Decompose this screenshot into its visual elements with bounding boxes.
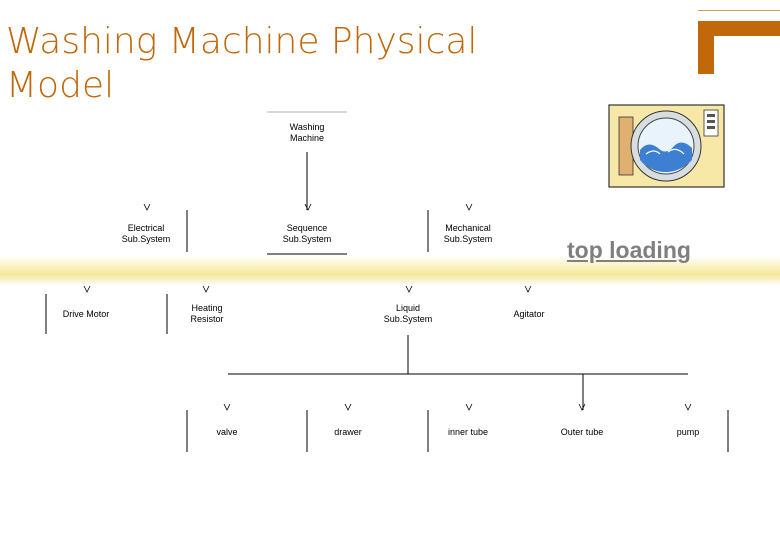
node-valve: valve — [216, 427, 238, 437]
highlight-band — [0, 256, 780, 286]
node-mechanical-subsystem: Mechanical Sub.System — [443, 223, 493, 244]
slide-title: Washing Machine Physical Model — [6, 21, 478, 106]
corner-accent-notch — [714, 36, 780, 74]
node-heating-resistor: Heating Resistor — [190, 303, 224, 324]
top-loading-link[interactable]: top loading — [567, 237, 691, 263]
corner-accent-line — [698, 10, 780, 11]
node-drive-motor: Drive Motor — [62, 309, 110, 319]
node-sequence-subsystem: Sequence Sub.System — [282, 223, 332, 244]
node-agitator: Agitator — [513, 309, 545, 319]
node-electrical-subsystem: Electrical Sub.System — [121, 223, 171, 244]
node-liquid-subsystem: Liquid Sub.System — [383, 303, 433, 324]
node-pump: pump — [676, 427, 700, 437]
node-washing-machine: Washing Machine — [289, 122, 325, 143]
node-outer-tube: Outer tube — [560, 427, 604, 437]
node-drawer: drawer — [334, 427, 362, 437]
node-inner-tube: inner tube — [447, 427, 489, 437]
washing-machine-icon — [608, 104, 725, 188]
